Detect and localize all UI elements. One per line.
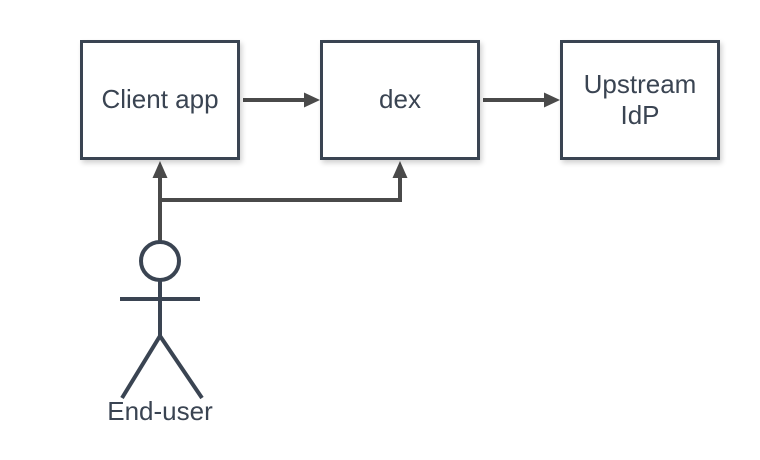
edge-end-user-to-dex (160, 177, 402, 202)
end-user-label: End-user (107, 396, 213, 426)
arrowhead-end-user-to-dex (392, 161, 408, 178)
end-user-actor (120, 240, 204, 400)
node-client-app-label: Client app (101, 84, 219, 115)
node-client-app: Client app (80, 40, 240, 160)
actor-legs (120, 332, 204, 400)
node-upstream-idp: Upstream IdP (560, 40, 720, 160)
arrowhead-dex-to-upstream-idp (544, 92, 560, 108)
node-upstream-idp-label: Upstream IdP (583, 68, 697, 130)
arrowhead-client-app-to-dex (304, 92, 320, 108)
node-dex: dex (320, 40, 480, 160)
node-dex-label: dex (379, 84, 421, 115)
actor-head (139, 240, 181, 282)
arrowhead-end-user-to-client-app (152, 161, 168, 178)
